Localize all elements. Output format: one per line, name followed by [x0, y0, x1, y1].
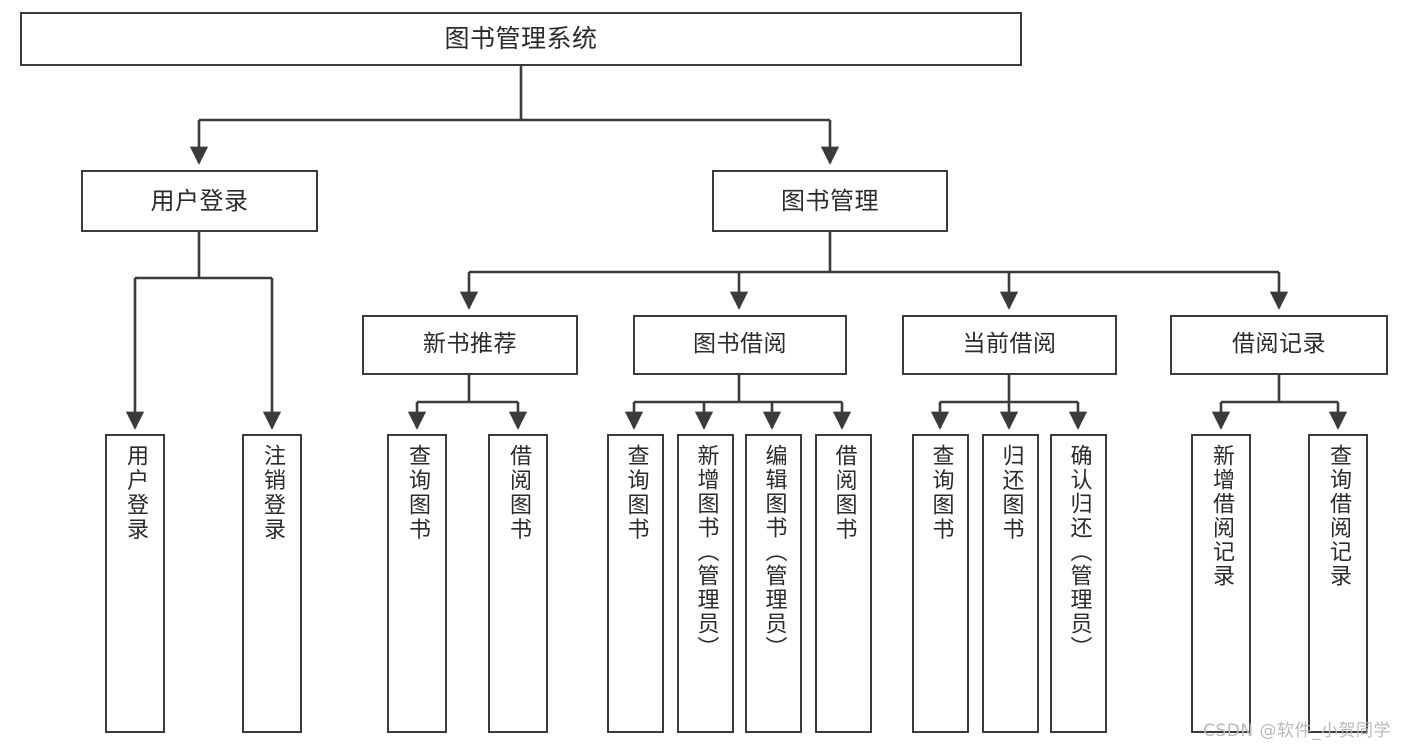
node-new-book-recommendation[interactable]: 新书推荐 — [362, 315, 578, 375]
node-label: 注销登录 — [260, 444, 285, 542]
node-label: 图书管理系统 — [444, 24, 598, 53]
leaf-logout[interactable]: 注销登录 — [242, 434, 302, 733]
node-label: 图书借阅 — [693, 331, 787, 358]
node-label: 查询图书 — [623, 444, 649, 542]
leaf-query-borrow-record[interactable]: 查询借阅记录 — [1308, 434, 1368, 733]
node-label: 当前借阅 — [962, 331, 1057, 358]
node-label: 新增图书（管理员） — [693, 444, 719, 660]
node-label: 新书推荐 — [423, 331, 517, 358]
leaf-borrow-book[interactable]: 借阅图书 — [815, 434, 872, 733]
node-label: 借阅图书 — [831, 444, 857, 542]
node-root-book-management-system[interactable]: 图书管理系统 — [20, 12, 1022, 66]
node-label: 编辑图书（管理员） — [761, 444, 787, 660]
node-label: 用户登录 — [150, 186, 249, 215]
node-user-login[interactable]: 用户登录 — [81, 170, 318, 232]
node-label: 新增借阅记录 — [1209, 444, 1234, 588]
node-borrowing-record[interactable]: 借阅记录 — [1170, 315, 1388, 375]
watermark: CSDN @软件_小贺同学 — [1203, 721, 1391, 741]
leaf-user-login[interactable]: 用户登录 — [105, 434, 165, 733]
node-label: 图书管理 — [781, 186, 879, 215]
node-current-borrowing[interactable]: 当前借阅 — [902, 315, 1117, 375]
node-label: 归还图书 — [998, 444, 1024, 542]
leaf-query-book-current[interactable]: 查询图书 — [912, 434, 969, 733]
leaf-query-book-borrow[interactable]: 查询图书 — [607, 434, 664, 733]
node-book-management[interactable]: 图书管理 — [712, 170, 948, 232]
leaf-add-book-admin[interactable]: 新增图书（管理员） — [677, 434, 734, 733]
leaf-query-book-recommend[interactable]: 查询图书 — [387, 434, 447, 733]
node-label: 借阅图书 — [506, 444, 531, 542]
leaf-add-borrow-record[interactable]: 新增借阅记录 — [1191, 434, 1251, 733]
node-label: 查询借阅记录 — [1326, 444, 1351, 588]
node-label: 查询图书 — [928, 444, 954, 542]
node-label: 用户登录 — [123, 444, 148, 542]
node-label: 查询图书 — [405, 444, 430, 542]
node-label: 确认归还（管理员） — [1066, 444, 1092, 660]
leaf-borrow-book-recommend[interactable]: 借阅图书 — [488, 434, 548, 733]
leaf-edit-book-admin[interactable]: 编辑图书（管理员） — [745, 434, 802, 733]
leaf-confirm-return-admin[interactable]: 确认归还（管理员） — [1050, 434, 1107, 733]
node-label: 借阅记录 — [1232, 331, 1326, 358]
leaf-return-book[interactable]: 归还图书 — [982, 434, 1039, 733]
node-book-borrowing[interactable]: 图书借阅 — [633, 315, 847, 375]
